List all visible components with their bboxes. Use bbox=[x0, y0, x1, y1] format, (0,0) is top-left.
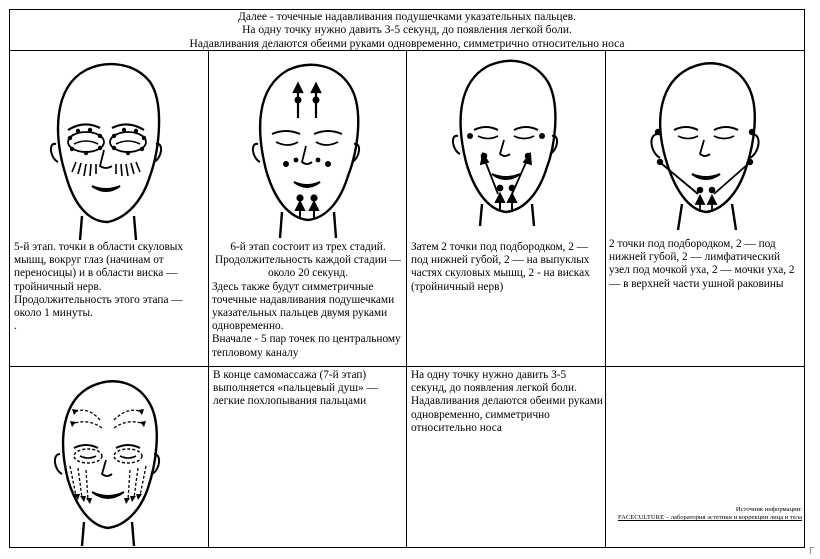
massage-table: Далее - точечные надавливания подушечкам… bbox=[9, 9, 805, 548]
header-line-2: На одну точку нужно давить 3-5 секунд, д… bbox=[242, 24, 572, 37]
header-line-3: Надавливания делаются обеими руками одно… bbox=[189, 37, 625, 50]
pressure-note-text: На одну точку нужно давить 3-5 секунд, д… bbox=[411, 369, 603, 434]
table-header: Далее - точечные надавливания подушечкам… bbox=[10, 10, 804, 51]
stage6-intro-text: 6-й этап состоит из трех стадий. Продолж… bbox=[215, 241, 401, 280]
stage5-description: 5-й этап. точки в области скуловых мышц,… bbox=[14, 241, 206, 333]
stage6-symmetric-text: Здесь также будут симметричные точечные … bbox=[212, 280, 395, 333]
stage5-duration-text: Продолжительность этого этапа — около 1 … bbox=[14, 293, 183, 320]
grid-line bbox=[10, 366, 804, 367]
ear-points-text: 2 точки под подбородком, 2 — под нижней … bbox=[609, 238, 795, 290]
face-illustration-stage6-central bbox=[248, 60, 366, 238]
source-label: Источник информации: bbox=[735, 506, 802, 513]
stage6-ears-description: 2 точки под подбородком, 2 — под нижней … bbox=[609, 238, 801, 291]
source-link[interactable]: FACECULTURE – лаборатория эстетики и кор… bbox=[617, 514, 802, 521]
stage6-description: 6-й этап состоит из трех стадий. Продолж… bbox=[212, 241, 404, 365]
stage6-chin-description: Затем 2 точки под подбородком, 2 — под н… bbox=[411, 241, 603, 294]
grid-line bbox=[208, 51, 209, 547]
face-illustration-stage5 bbox=[46, 58, 166, 240]
face-illustration-stage6-chin bbox=[450, 56, 562, 226]
face-illustration-stage7 bbox=[52, 376, 164, 546]
pressure-note: На одну точку нужно давить 3-5 секунд, д… bbox=[411, 369, 603, 435]
face-illustration-stage6-ears bbox=[648, 60, 764, 230]
stage7-description: В конце самомассажа (7-й этап) выполняет… bbox=[213, 369, 403, 409]
stage5-points-text: 5-й этап. точки в области скуловых мышц,… bbox=[14, 241, 184, 293]
corner-mark: Г bbox=[808, 546, 815, 557]
header-line-1: Далее - точечные надавливания подушечкам… bbox=[238, 11, 576, 23]
chin-points-text: Затем 2 точки под подбородком, 2 — под н… bbox=[411, 241, 590, 293]
stage5-dot: . bbox=[14, 320, 17, 333]
grid-line bbox=[605, 51, 606, 547]
finger-shower-text: В конце самомассажа (7-й этап) выполняет… bbox=[213, 369, 378, 408]
source-info: Источник информации: FACECULTURE – лабор… bbox=[610, 506, 802, 522]
stage6-central-channel-text: Вначале - 5 пар точек по центральному те… bbox=[212, 333, 401, 359]
grid-line bbox=[406, 51, 407, 547]
